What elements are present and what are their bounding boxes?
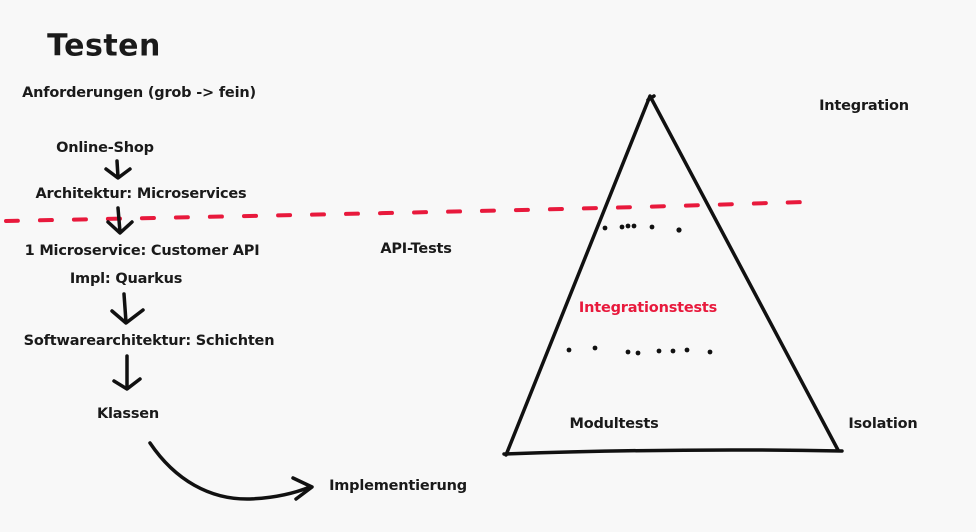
arrow-shop-to-architecture bbox=[104, 159, 132, 180]
axis-integration-label: Integration bbox=[819, 98, 909, 114]
microservice-label: 1 Microservice: Customer API bbox=[24, 243, 260, 259]
impl-label: Impl: Quarkus bbox=[69, 271, 183, 287]
implementation-label: Implementierung bbox=[329, 478, 467, 494]
arrow-architecture-to-microservice bbox=[106, 206, 134, 235]
arrow-impl-to-softwarearchitecture bbox=[110, 292, 145, 325]
api-boundary-dashed-line bbox=[4, 200, 810, 223]
module-tests-label: Modultests bbox=[569, 416, 659, 432]
online-shop-label: Online-Shop bbox=[56, 140, 154, 156]
pyramid-dotted-separator-top bbox=[602, 223, 682, 233]
integration-tests-label: Integrationstests bbox=[578, 300, 718, 316]
test-pyramid bbox=[502, 94, 844, 457]
axis-isolation-label: Isolation bbox=[848, 416, 918, 432]
classes-label: Klassen bbox=[96, 406, 160, 422]
requirements-label: Anforderungen (grob -> fein) bbox=[22, 85, 256, 101]
arrow-classes-to-implementation bbox=[148, 441, 314, 501]
software-architecture-label: Softwarearchitektur: Schichten bbox=[23, 333, 275, 349]
arrow-softwarearchitecture-to-classes bbox=[112, 354, 142, 391]
page-title: Testen bbox=[47, 28, 161, 64]
architecture-label: Architektur: Microservices bbox=[35, 186, 247, 202]
api-tests-label: API-Tests bbox=[380, 241, 452, 257]
pyramid-dotted-separator-bottom bbox=[566, 345, 713, 356]
